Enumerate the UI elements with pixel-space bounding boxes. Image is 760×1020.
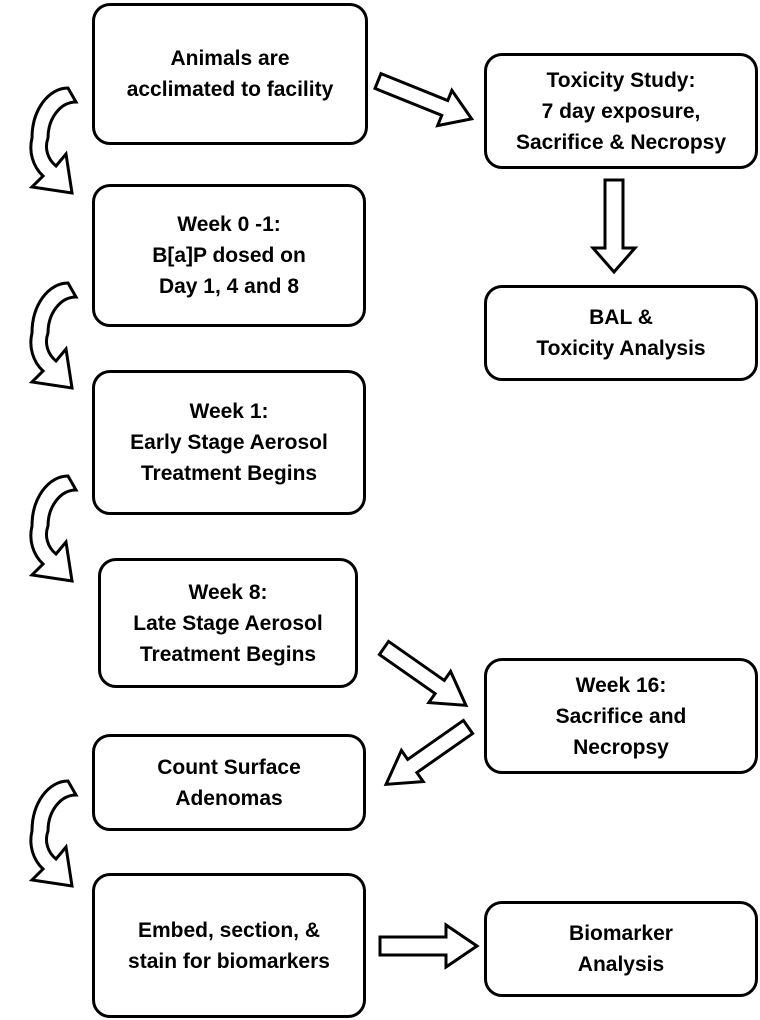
- node-bal-line-1: BAL &: [589, 306, 653, 329]
- node-toxicity-study: Toxicity Study: 7 day exposure, Sacrific…: [484, 53, 758, 169]
- node-week8-line-2: Late Stage Aerosol: [133, 611, 323, 635]
- node-toxicity-study-line-2: 7 day exposure,: [541, 99, 701, 123]
- node-week1: Week 1: Early Stage Aerosol Treatment Be…: [92, 370, 366, 515]
- node-adenomas-line-1: Count Surface: [157, 755, 301, 779]
- arrow-toxicity-to-bal: [589, 178, 639, 275]
- curved-arrow-adenomas-to-embed: [28, 779, 79, 888]
- arrow-week16-to-adenomas: [383, 718, 475, 787]
- node-toxicity-study-line-1: Toxicity Study:: [546, 68, 696, 92]
- arrow-embed-to-biomarker: [378, 922, 480, 970]
- arrow-week8-to-week16: [377, 639, 469, 708]
- node-week1-line-3: Treatment Begins: [140, 462, 318, 485]
- node-adenomas: Count Surface Adenomas: [92, 734, 366, 831]
- curved-arrow-week1-to-week8: [28, 474, 79, 583]
- arrow-acclimate-to-toxicity: [373, 71, 475, 128]
- node-biomarker: Biomarker Analysis: [484, 901, 758, 997]
- node-embed-line-2: stain for biomarkers: [128, 949, 330, 973]
- node-acclimate: Animals are acclimated to facility: [92, 3, 368, 145]
- node-acclimate-line-2: acclimated to facility: [126, 78, 334, 101]
- node-week1-line-2: Early Stage Aerosol: [130, 431, 328, 454]
- node-week16-line-3: Necropsy: [573, 735, 669, 759]
- node-acclimate-line-1: Animals are: [170, 47, 290, 70]
- node-week16-line-2: Sacrifice and: [555, 704, 687, 728]
- node-week8: Week 8: Late Stage Aerosol Treatment Beg…: [98, 558, 358, 688]
- curved-arrow-acclimate-to-week0: [28, 86, 79, 195]
- node-bal-line-2: Toxicity Analysis: [536, 337, 706, 360]
- node-toxicity-study-line-3: Sacrifice & Necropsy: [515, 130, 727, 154]
- node-week0-line-1: Week 0 -1:: [177, 213, 281, 236]
- node-adenomas-line-2: Adenomas: [175, 786, 283, 810]
- node-week0-line-3: Day 1, 4 and 8: [158, 275, 300, 298]
- node-biomarker-line-2: Analysis: [577, 953, 665, 976]
- node-week1-line-1: Week 1:: [189, 400, 269, 423]
- node-week8-line-1: Week 8:: [188, 580, 268, 604]
- node-biomarker-line-1: Biomarker: [569, 922, 673, 945]
- node-embed: Embed, section, & stain for biomarkers: [92, 873, 366, 1018]
- node-embed-line-1: Embed, section, &: [137, 918, 321, 942]
- node-week8-line-3: Treatment Begins: [139, 642, 317, 666]
- node-bal: BAL & Toxicity Analysis: [484, 285, 758, 381]
- node-week0: Week 0 -1: B[a]P dosed on Day 1, 4 and 8: [92, 184, 366, 327]
- node-week16: Week 16: Sacrifice and Necropsy: [484, 658, 758, 774]
- node-week0-line-2: B[a]P dosed on: [152, 244, 306, 267]
- node-week16-line-1: Week 16:: [575, 673, 667, 697]
- curved-arrow-week0-to-week1: [28, 281, 79, 390]
